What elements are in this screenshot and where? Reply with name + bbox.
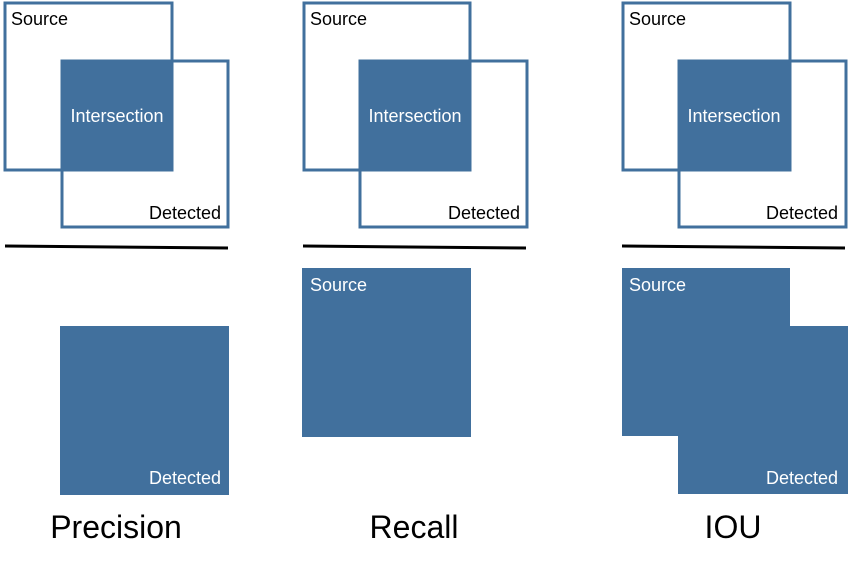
iou-denominator: Source Detected [622, 268, 848, 494]
intersection-region [62, 61, 172, 170]
recall-overlap-diagram: Source Intersection Detected [302, 1, 529, 229]
detected-label: Detected [149, 468, 221, 488]
detected-label: Detected [149, 203, 221, 223]
source-box-filled [302, 268, 471, 437]
precision-overlap-diagram: Source Intersection Detected [3, 1, 230, 229]
detected-label: Detected [766, 203, 838, 223]
intersection-region [360, 61, 470, 170]
source-label: Source [629, 275, 686, 295]
intersection-label: Intersection [687, 106, 780, 126]
precision-denominator: Detected [60, 326, 229, 495]
precision-panel: Source Intersection Detected Detected Pr… [3, 1, 230, 545]
intersection-label: Intersection [70, 106, 163, 126]
intersection-label: Intersection [368, 106, 461, 126]
iou-overlap-diagram: Source Intersection Detected [621, 1, 848, 229]
detected-box-filled [60, 326, 229, 495]
recall-caption: Recall [370, 509, 459, 545]
iou-panel: Source Intersection Detected Source Dete… [621, 1, 848, 545]
source-label: Source [11, 9, 68, 29]
source-label: Source [310, 275, 367, 295]
source-label: Source [310, 9, 367, 29]
fraction-divider [302, 244, 527, 250]
intersection-region [679, 61, 790, 170]
detected-label: Detected [766, 468, 838, 488]
detected-label: Detected [448, 203, 520, 223]
union-region [622, 268, 848, 494]
recall-denominator: Source [302, 268, 471, 437]
iou-caption: IOU [705, 509, 762, 545]
recall-panel: Source Intersection Detected Source Reca… [302, 1, 529, 545]
fraction-divider [4, 244, 229, 250]
fraction-divider [621, 244, 846, 250]
source-label: Source [629, 9, 686, 29]
precision-caption: Precision [50, 509, 182, 545]
